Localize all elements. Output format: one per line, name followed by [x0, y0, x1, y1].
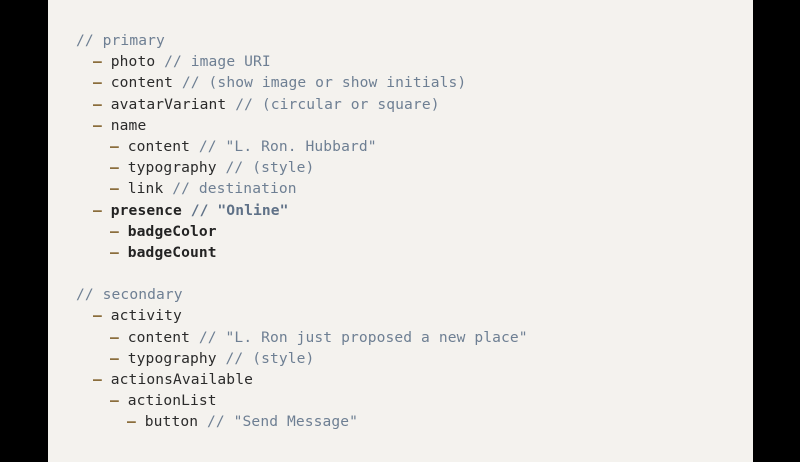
spacer: [198, 413, 207, 430]
spacer: [102, 117, 111, 134]
spacer: [136, 413, 145, 430]
spacer: [102, 202, 111, 219]
spacer: [155, 53, 164, 70]
property-name: photo: [110, 53, 156, 71]
spacer: [119, 180, 128, 197]
bullet-dash-icon: –: [127, 413, 136, 431]
property-name: content: [127, 328, 190, 346]
bullet-dash-icon: –: [93, 53, 102, 71]
bullet-dash-icon: –: [110, 159, 119, 177]
spacer: [173, 74, 182, 91]
section-header-label: // secondary: [76, 286, 183, 304]
property-name: typography: [127, 349, 217, 367]
property-name: badgeCount: [127, 243, 217, 261]
bullet-dash-icon: –: [110, 137, 119, 155]
outline-item[interactable]: – content // (show image or show initial…: [76, 72, 753, 93]
spacer: [182, 202, 191, 219]
section-header: // primary: [76, 30, 753, 51]
property-comment: // image URI: [164, 53, 271, 71]
property-name: avatarVariant: [110, 95, 227, 113]
bullet-dash-icon: –: [93, 371, 102, 388]
outline-item[interactable]: – photo // image URI: [76, 51, 753, 72]
outline-item[interactable]: – avatarVariant // (circular or square): [76, 94, 753, 115]
property-name: activity: [110, 307, 182, 325]
spacer: [119, 159, 128, 176]
spacer: [102, 53, 111, 70]
spacer: [102, 74, 111, 91]
outline-item[interactable]: – badgeColor: [76, 221, 753, 242]
property-name: link: [127, 180, 164, 198]
blank-line: [76, 263, 753, 284]
bullet-dash-icon: –: [110, 180, 119, 198]
property-name: actionsAvailable: [110, 371, 253, 388]
bullet-dash-icon: –: [93, 201, 102, 219]
spacer: [102, 371, 111, 388]
property-comment: // (style): [225, 349, 315, 367]
outline-item[interactable]: – actionsAvailable: [76, 369, 753, 390]
property-name: typography: [127, 159, 217, 177]
outline-code-block: // primary– photo // image URI– content …: [76, 30, 753, 433]
outline-item[interactable]: – activity: [76, 305, 753, 326]
outline-item[interactable]: – content // "L. Ron. Hubbard": [76, 136, 753, 157]
spacer: [102, 96, 111, 113]
property-comment: // (show image or show initials): [181, 74, 467, 92]
outline-item[interactable]: – badgeCount: [76, 242, 753, 263]
section-header-label: // primary: [76, 32, 165, 49]
spacer: [119, 350, 128, 367]
outline-item[interactable]: – button // "Send Message": [76, 411, 753, 432]
spacer: [217, 159, 226, 176]
bullet-dash-icon: –: [93, 307, 102, 325]
property-value-comment: // "L. Ron just proposed a new place": [198, 328, 528, 346]
property-name: badgeColor: [127, 222, 217, 240]
bullet-dash-icon: –: [110, 392, 119, 410]
property-value-comment: // "Send Message": [207, 413, 359, 431]
bullet-dash-icon: –: [110, 349, 119, 367]
spacer: [119, 223, 128, 240]
property-value-comment: // "Online": [190, 201, 289, 219]
outline-item[interactable]: – content // "L. Ron just proposed a new…: [76, 327, 753, 348]
bullet-dash-icon: –: [110, 222, 119, 240]
spacer: [163, 180, 172, 197]
bullet-dash-icon: –: [93, 74, 102, 92]
outline-item[interactable]: – link // destination: [76, 178, 753, 199]
property-comment: // (circular or square): [235, 95, 440, 113]
property-value-comment: // "L. Ron. Hubbard": [198, 137, 377, 155]
spacer: [190, 138, 199, 155]
property-name: presence: [110, 201, 182, 219]
bullet-dash-icon: –: [93, 95, 102, 113]
outline-item[interactable]: – typography // (style): [76, 157, 753, 178]
spacer: [119, 244, 128, 261]
property-name: content: [127, 137, 190, 155]
spacer: [102, 307, 111, 324]
outline-item[interactable]: – presence // "Online": [76, 200, 753, 221]
spacer: [190, 329, 199, 346]
property-name: content: [110, 74, 173, 92]
code-panel: // primary– photo // image URI– content …: [48, 0, 753, 462]
outline-item[interactable]: – actionList: [76, 390, 753, 411]
spacer: [226, 96, 235, 113]
outline-item[interactable]: – name: [76, 115, 753, 136]
outline-item[interactable]: – typography // (style): [76, 348, 753, 369]
property-comment: // (style): [225, 159, 315, 177]
spacer: [119, 138, 128, 155]
spacer: [119, 392, 128, 409]
property-name: actionList: [127, 392, 217, 410]
property-comment: // destination: [172, 180, 297, 198]
spacer: [217, 350, 226, 367]
section-header: // secondary: [76, 284, 753, 305]
bullet-dash-icon: –: [93, 116, 102, 134]
spacer: [119, 329, 128, 346]
bullet-dash-icon: –: [110, 243, 119, 261]
bullet-dash-icon: –: [110, 328, 119, 346]
property-name: button: [144, 413, 199, 431]
property-name: name: [110, 116, 147, 134]
